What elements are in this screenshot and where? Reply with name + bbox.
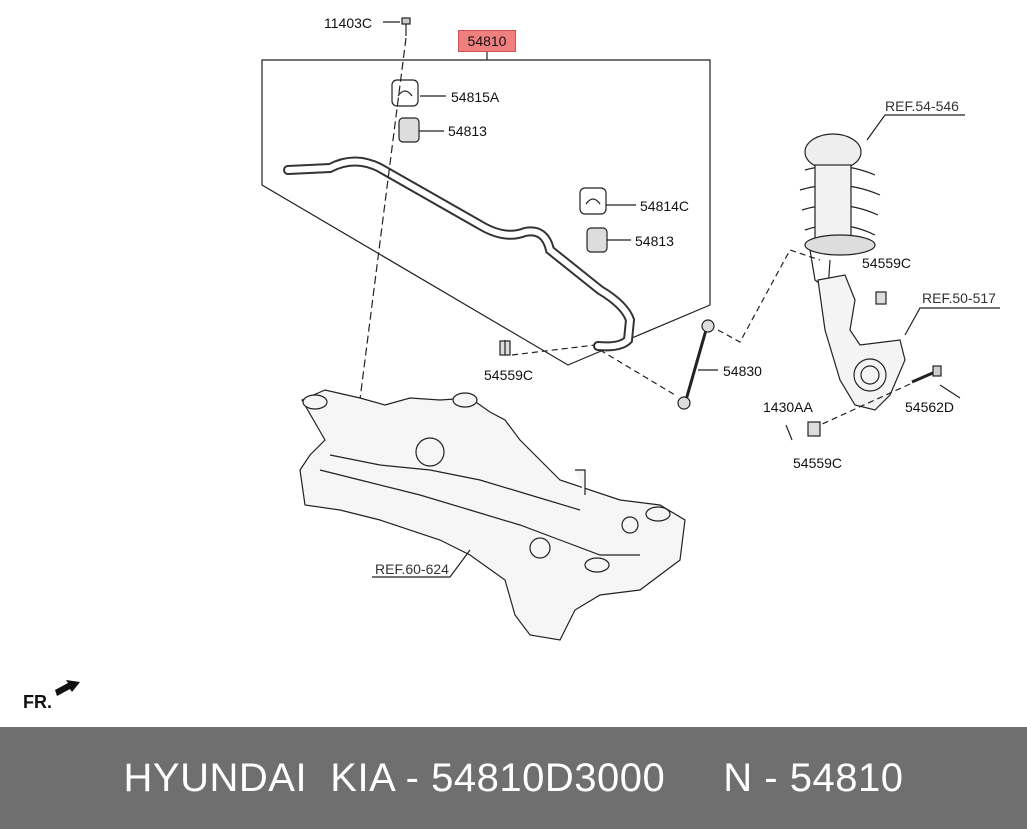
pin-1430aa [785, 424, 793, 441]
stabilizer-bar [283, 156, 636, 352]
main-part-label: 54810 [458, 30, 516, 52]
subframe [299, 389, 686, 641]
label-11403c: 11403C [324, 15, 373, 31]
bolt-54562d [911, 370, 936, 384]
parts-diagram: 54810 11403C 54815A 54813 54814C 54813 5… [23, 15, 1000, 712]
bushing-54813-b [586, 227, 608, 253]
label-54814c: 54814C [640, 198, 690, 214]
bracket-54815a [391, 79, 419, 107]
front-arrow-icon [55, 680, 80, 696]
part-number-caption: HYUNDAI KIA - 54810D3000 N - 54810 [123, 755, 904, 800]
assembly-frame [261, 52, 711, 366]
footer-bar: HYUNDAI KIA - 54810D3000 N - 54810 [0, 727, 1027, 829]
bushing-54813-a [398, 117, 420, 143]
label-54562d: 54562D [905, 399, 955, 415]
diagram-drawing [55, 17, 1000, 696]
label-54559c-a: 54559C [484, 367, 534, 383]
stabilizer-link-54830 [684, 329, 708, 401]
strut-assembly [799, 133, 881, 292]
label-54813-b: 54813 [635, 233, 674, 249]
nut-54559c-c [807, 421, 821, 437]
bracket-54814c [579, 187, 607, 215]
label-54813-a: 54813 [448, 123, 487, 139]
bolt-11403c [401, 17, 411, 25]
ref-50-517: REF.50-517 [922, 290, 996, 306]
label-1430aa: 1430AA [763, 399, 813, 415]
label-54815a: 54815A [451, 89, 500, 105]
ref-60-624: REF.60-624 [375, 561, 449, 577]
nut-54559c-b [875, 291, 887, 305]
label-54559c-c: 54559C [793, 455, 843, 471]
steering-knuckle [817, 274, 906, 411]
label-54830: 54830 [723, 363, 762, 379]
front-indicator: FR. [23, 692, 52, 712]
label-54559c-b: 54559C [862, 255, 912, 271]
ref-54-546: REF.54-546 [885, 98, 959, 114]
